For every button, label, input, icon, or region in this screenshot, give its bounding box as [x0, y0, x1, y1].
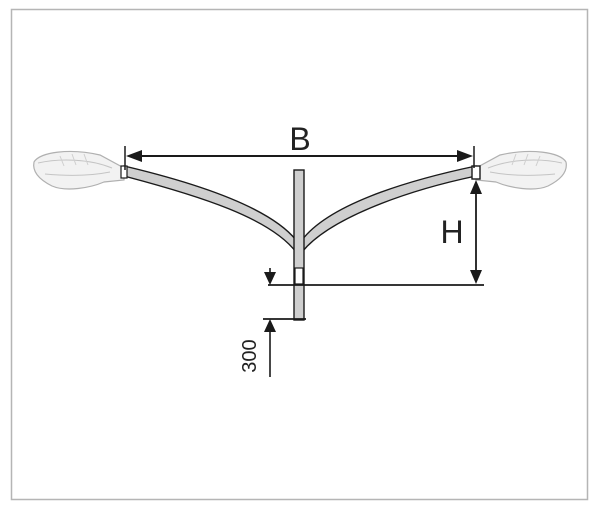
left-arm-fitting [120, 165, 128, 179]
left-luminaire [33, 150, 125, 190]
diagram-frame [10, 8, 589, 501]
height-dimension [268, 180, 484, 286]
offset-label: 300 [239, 339, 261, 372]
left-arm [123, 165, 297, 253]
offset-dimension [263, 268, 306, 377]
width-label: B [289, 121, 310, 157]
height-label: H [440, 214, 463, 250]
right-arm-fitting [471, 165, 481, 180]
pole [293, 169, 305, 321]
right-luminaire [475, 150, 567, 190]
width-dimension [124, 146, 475, 170]
pole-sleeve [294, 267, 304, 285]
